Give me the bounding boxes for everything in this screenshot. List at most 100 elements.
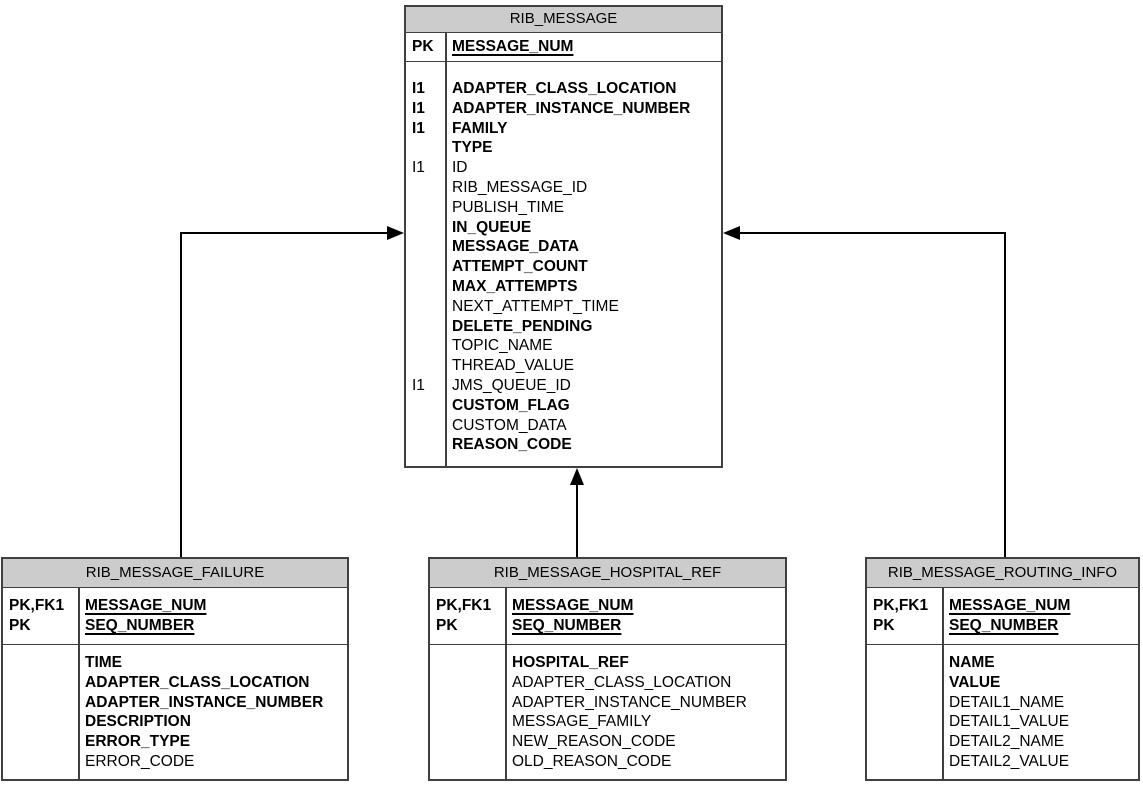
index-marker [867, 673, 942, 693]
field-section: I1 ADAPTER_CLASS_LOCATION I1 ADAPTER_INS… [406, 62, 721, 455]
field-row: ADAPTER_INSTANCE_NUMBER [430, 693, 785, 713]
index-marker [3, 693, 78, 713]
index-marker [867, 693, 942, 713]
index-marker [430, 712, 505, 732]
field-name: DETAIL1_VALUE [949, 713, 1070, 731]
field-row: ADAPTER_INSTANCE_NUMBER [3, 693, 347, 713]
field-row: DETAIL2_VALUE [867, 752, 1138, 772]
index-marker [406, 435, 445, 455]
index-marker [406, 317, 445, 337]
key-row: PK,FK1 MESSAGE_NUM [867, 596, 1138, 616]
field-row: CUSTOM_DATA [406, 416, 721, 436]
field-row: NAME [867, 653, 1138, 673]
field-row: TYPE [406, 138, 721, 158]
index-marker [406, 198, 445, 218]
column-divider [78, 588, 80, 779]
table-title: RIB_MESSAGE_HOSPITAL_REF [430, 559, 785, 588]
index-marker [406, 277, 445, 297]
column-divider [942, 588, 944, 779]
key-section: PK,FK1 MESSAGE_NUM PK SEQ_NUMBER [430, 588, 785, 645]
field-name: ID [452, 159, 468, 177]
field-row: IN_QUEUE [406, 218, 721, 238]
index-marker [406, 416, 445, 436]
field-name: ADAPTER_CLASS_LOCATION [452, 80, 677, 97]
field-name: ADAPTER_CLASS_LOCATION [85, 673, 310, 691]
key-field-name: SEQ_NUMBER [949, 616, 1059, 634]
field-row: DELETE_PENDING [406, 317, 721, 337]
field-name: MAX_ATTEMPTS [452, 277, 578, 295]
arrowhead-right-icon [387, 226, 404, 240]
field-name: NEW_REASON_CODE [512, 733, 676, 751]
index-marker [867, 712, 942, 732]
index-marker [406, 138, 445, 158]
index-marker [3, 752, 78, 772]
field-row: I1 FAMILY [406, 119, 721, 139]
field-name: VALUE [949, 673, 1001, 691]
key-row: PK SEQ_NUMBER [867, 616, 1138, 636]
field-row: NEW_REASON_CODE [430, 732, 785, 752]
field-name: ATTEMPT_COUNT [452, 258, 588, 276]
arrowhead-up-icon [570, 468, 584, 485]
index-marker: I1 [412, 119, 425, 137]
field-section: HOSPITAL_REF ADAPTER_CLASS_LOCATION ADAP… [430, 645, 785, 772]
field-name: MESSAGE_FAMILY [512, 713, 652, 731]
index-marker [430, 693, 505, 713]
key-section: PK,FK1 MESSAGE_NUM PK SEQ_NUMBER [3, 588, 347, 645]
column-divider [505, 588, 507, 779]
field-name: DELETE_PENDING [452, 317, 593, 335]
index-marker [406, 257, 445, 277]
field-name: NEXT_ATTEMPT_TIME [452, 297, 619, 315]
index-marker [3, 653, 78, 673]
field-row: ATTEMPT_COUNT [406, 257, 721, 277]
key-row: PK SEQ_NUMBER [3, 616, 347, 636]
field-row: ERROR_TYPE [3, 732, 347, 752]
table-title: RIB_MESSAGE_ROUTING_INFO [867, 559, 1138, 588]
field-row: PUBLISH_TIME [406, 198, 721, 218]
field-row: HOSPITAL_REF [430, 653, 785, 673]
key-marker: PK,FK1 [436, 597, 492, 614]
field-name: ERROR_CODE [85, 752, 195, 770]
index-marker: I1 [412, 99, 425, 117]
index-marker: I1 [412, 80, 425, 97]
field-row: DETAIL2_NAME [867, 732, 1138, 752]
key-marker: PK [873, 616, 895, 634]
field-row: ADAPTER_CLASS_LOCATION [3, 673, 347, 693]
index-marker [3, 732, 78, 752]
index-marker [406, 396, 445, 416]
field-row: I1 ID [406, 158, 721, 178]
field-name: ADAPTER_CLASS_LOCATION [512, 673, 732, 691]
field-row: VALUE [867, 673, 1138, 693]
field-row: ADAPTER_CLASS_LOCATION [430, 673, 785, 693]
field-name: DETAIL2_NAME [949, 733, 1065, 751]
index-marker [406, 297, 445, 317]
key-field-name: SEQ_NUMBER [85, 616, 195, 634]
index-marker [406, 336, 445, 356]
field-row: DETAIL1_VALUE [867, 712, 1138, 732]
connector-routing-to-message [740, 232, 1006, 557]
key-section: PK,FK1 MESSAGE_NUM PK SEQ_NUMBER [867, 588, 1138, 645]
field-row: CUSTOM_FLAG [406, 396, 721, 416]
key-marker: PK [412, 38, 434, 55]
key-field-name: MESSAGE_NUM [512, 597, 634, 614]
field-name: CUSTOM_DATA [452, 416, 567, 434]
key-marker: PK,FK1 [9, 597, 65, 614]
index-marker [406, 356, 445, 376]
field-name: ADAPTER_INSTANCE_NUMBER [452, 99, 691, 117]
field-name: CUSTOM_FLAG [452, 396, 570, 414]
field-row: MESSAGE_FAMILY [430, 712, 785, 732]
field-name: TOPIC_NAME [452, 337, 553, 355]
index-marker [430, 732, 505, 752]
index-marker [406, 178, 445, 198]
index-marker [867, 653, 942, 673]
key-marker: PK [436, 616, 458, 634]
field-row: DETAIL1_NAME [867, 693, 1138, 713]
field-name: MESSAGE_DATA [452, 238, 579, 256]
field-name: OLD_REASON_CODE [512, 752, 672, 770]
index-marker [406, 237, 445, 257]
field-name: ERROR_TYPE [85, 733, 191, 751]
field-name: IN_QUEUE [452, 218, 532, 236]
entity-rib-message-hospital-ref: RIB_MESSAGE_HOSPITAL_REF PK,FK1 MESSAGE_… [428, 557, 787, 781]
field-section: NAME VALUE DETAIL1_NAME DETAIL1_VALUE DE… [867, 645, 1138, 772]
field-row: THREAD_VALUE [406, 356, 721, 376]
